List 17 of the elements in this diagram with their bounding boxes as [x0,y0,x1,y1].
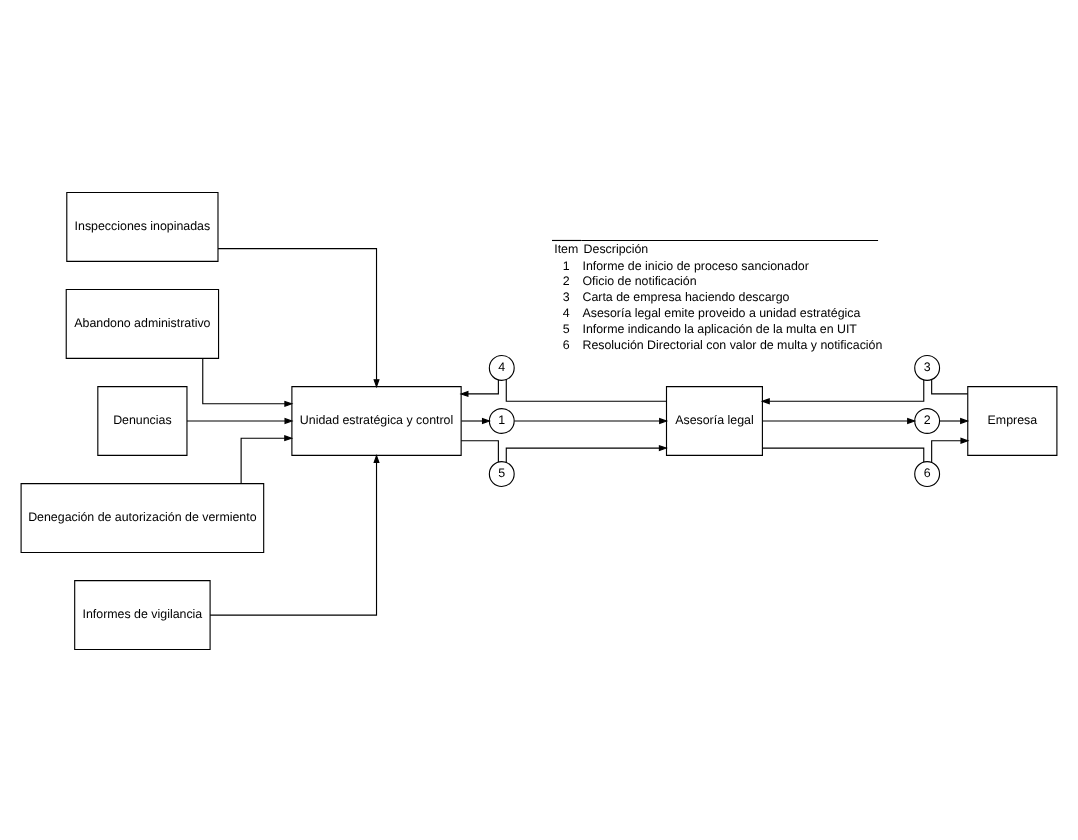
arrow [513,416,669,424]
arrow [931,436,970,462]
arrow [762,416,917,424]
arrow [505,443,668,462]
connector [761,446,925,462]
arrow [209,453,380,615]
arrow [760,378,925,404]
arrow [939,416,970,424]
arrow [459,378,499,397]
arrow [217,247,380,388]
arrow [202,357,294,406]
arrow [186,416,294,424]
arrow [460,416,491,424]
connector [505,378,667,401]
connector [460,439,499,462]
connector [931,378,969,394]
arrow [240,434,294,483]
